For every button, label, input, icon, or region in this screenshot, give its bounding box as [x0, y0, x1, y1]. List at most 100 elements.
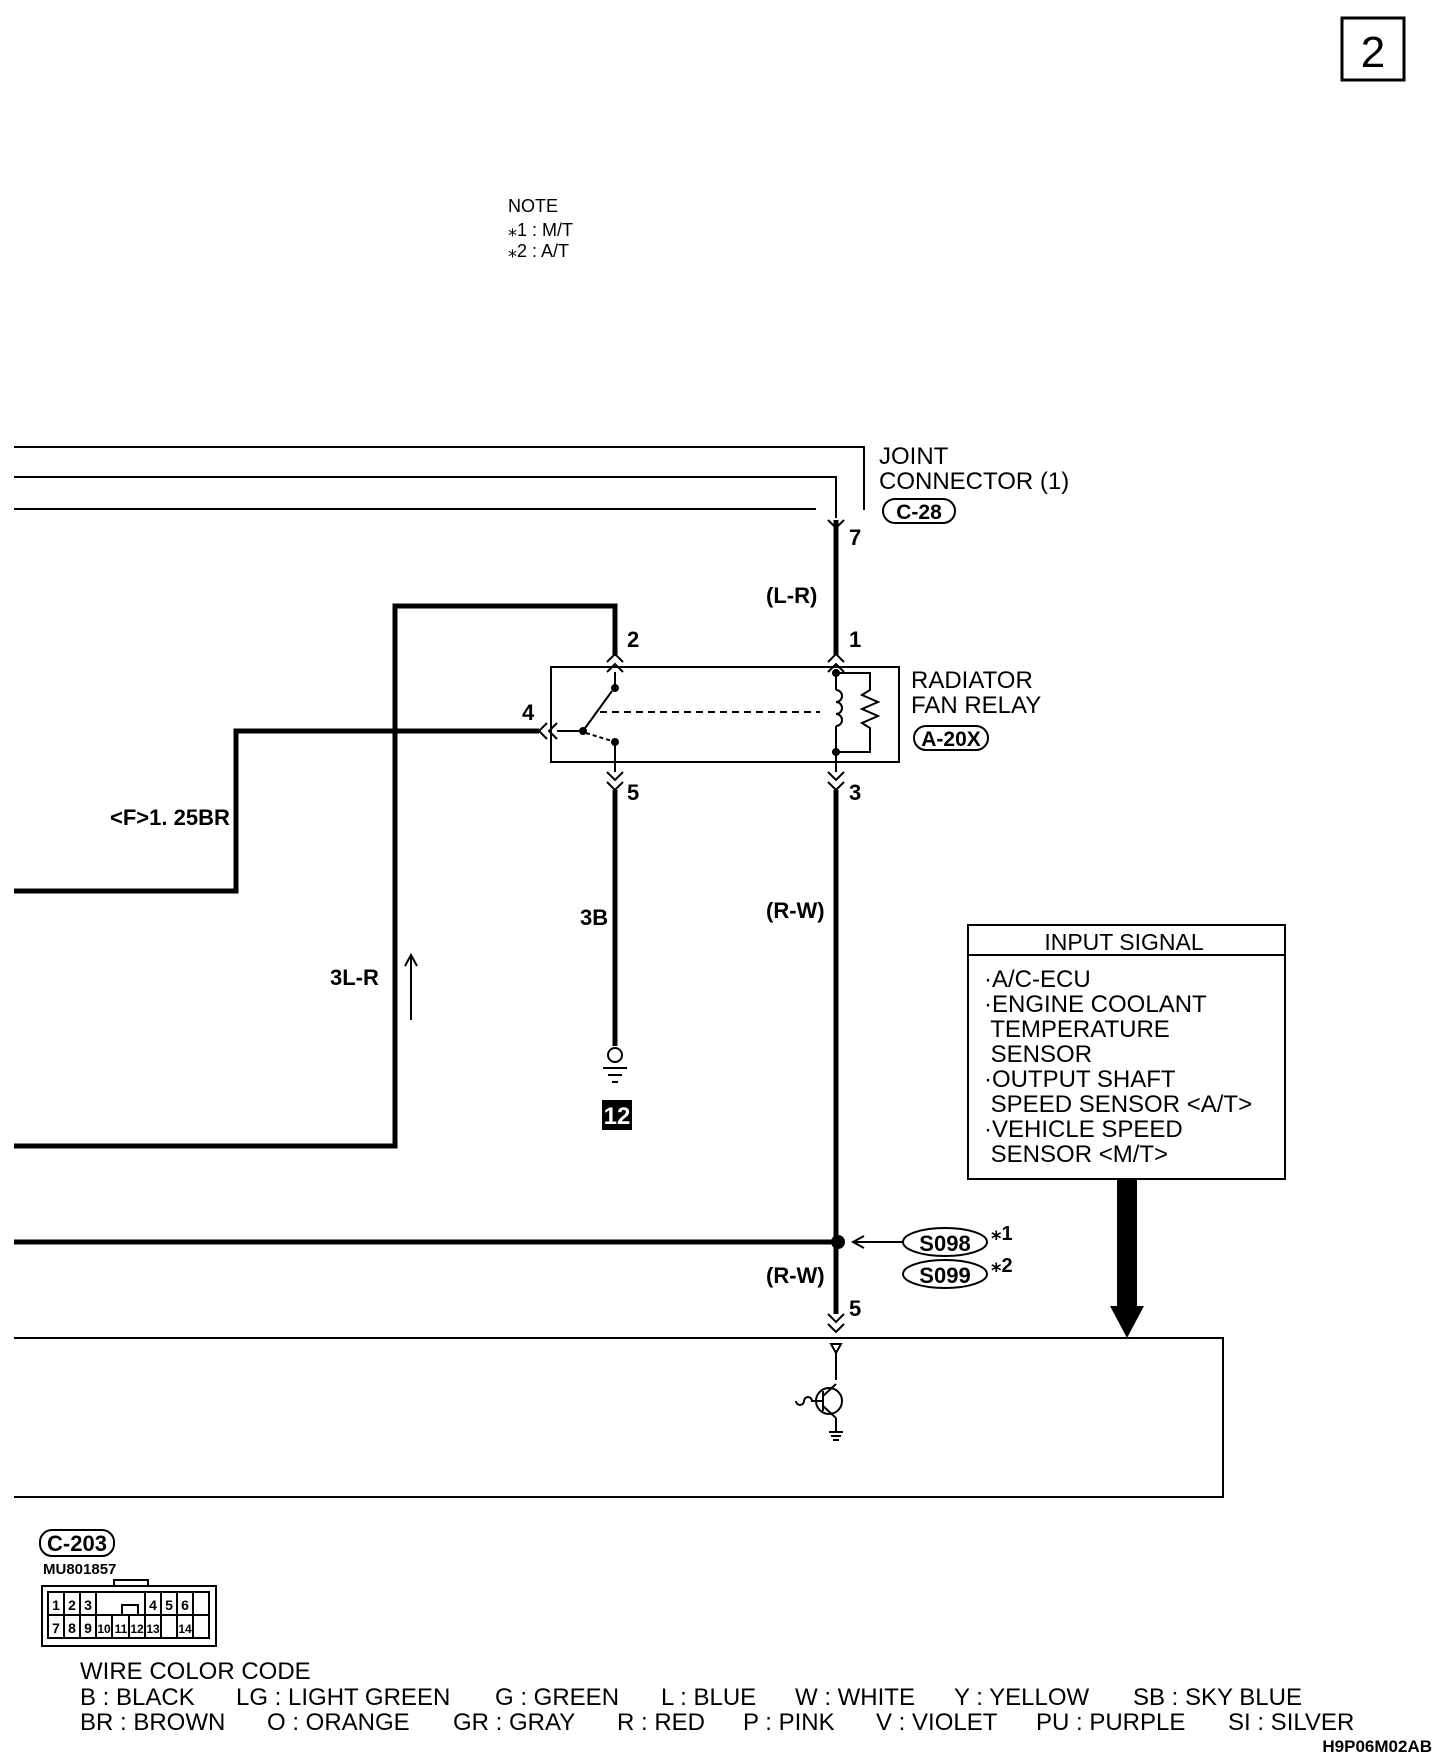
wire-label-lr: (L-R): [766, 583, 817, 608]
relay-pin-2: 2: [627, 627, 639, 652]
splice-s098-code: S098: [919, 1231, 970, 1256]
input-signal-line-7: ·VEHICLE SPEED: [984, 1116, 1183, 1143]
splice-s099-note: ⁎2: [991, 1255, 1013, 1277]
wire-color-code-title: WIRE COLOR CODE: [80, 1658, 311, 1685]
c203-pin-11: 11: [115, 1622, 128, 1636]
figure-code: H9P06M02AB: [1322, 1737, 1432, 1756]
color-code-r: R : RED: [617, 1709, 705, 1736]
color-code-y: Y : YELLOW: [954, 1684, 1090, 1711]
joint-connector-code: C-28: [896, 501, 942, 524]
ground-id-badge: 12: [602, 1100, 632, 1130]
current-direction-arrow: [404, 952, 418, 1020]
input-signal-arrow: [1110, 1180, 1144, 1338]
color-code-si: SI : SILVER: [1228, 1709, 1354, 1736]
input-signal-line-4: SENSOR: [984, 1041, 1092, 1068]
relay-pin-markers: [537, 652, 845, 792]
input-signal-line-1: ·A/C-ECU: [984, 966, 1091, 993]
ground-symbol: [603, 1047, 627, 1083]
wire-label-3lr: 3L-R: [330, 965, 379, 990]
relay-switch: [557, 672, 820, 772]
relay-pin-1: 1: [849, 627, 861, 652]
relay-code-badge: A-20X: [913, 725, 989, 751]
input-signal-line-5: ·OUTPUT SHAFT: [984, 1066, 1176, 1093]
color-code-o: O : ORANGE: [267, 1709, 410, 1736]
relay-coil: [832, 669, 881, 772]
color-code-br: BR : BROWN: [80, 1709, 225, 1736]
color-code-lg: LG : LIGHT GREEN: [236, 1684, 450, 1711]
connector-c203-pins: 1 2 3 4 5 6 7 8 9 10 11 12 13 14: [52, 1597, 192, 1636]
splice-point: [831, 1235, 845, 1249]
relay-pin-3: 3: [849, 780, 861, 805]
relay-code: A-20X: [921, 728, 981, 751]
note-item-1: ⁎1 : M/T: [508, 220, 573, 240]
ground-id: 12: [604, 1103, 631, 1130]
relay-pin-4: 4: [522, 700, 535, 725]
color-code-w: W : WHITE: [795, 1684, 915, 1711]
input-signal-line-6: SPEED SENSOR <A/T>: [984, 1091, 1252, 1118]
joint-connector-label-1: JOINT: [879, 443, 949, 470]
wire-br: [14, 728, 539, 894]
joint-connector-code-badge: C-28: [882, 498, 956, 524]
c203-pin-9: 9: [84, 1620, 92, 1636]
input-signal-title: INPUT SIGNAL: [1044, 929, 1204, 955]
color-code-pu: PU : PURPLE: [1036, 1709, 1185, 1736]
note-item-2: ⁎2 : A/T: [508, 241, 569, 261]
color-code-b: B : BLACK: [80, 1684, 195, 1711]
wire-color-code-row-2: BR : BROWN O : ORANGE GR : GRAY R : RED …: [80, 1709, 1354, 1736]
splice-s099: S099 ⁎2: [902, 1255, 1013, 1289]
connector-c203-code: C-203: [47, 1531, 107, 1556]
note-title: NOTE: [508, 196, 558, 216]
page-number-box: 2: [1340, 16, 1406, 82]
wire-label-3b: 3B: [580, 905, 608, 930]
wire-color-code-row-1: B : BLACK LG : LIGHT GREEN G : GREEN L :…: [80, 1684, 1302, 1711]
ecu-pin-marker: [827, 1313, 845, 1334]
c203-pin-7: 7: [52, 1620, 60, 1636]
input-signal-line-8: SENSOR <M/T>: [984, 1141, 1168, 1168]
color-code-v: V : VIOLET: [876, 1709, 998, 1736]
ecu-pin: 5: [849, 1296, 861, 1321]
c203-pin-4: 4: [149, 1597, 157, 1613]
page-number: 2: [1361, 28, 1385, 77]
connector-c203-face: [41, 1579, 217, 1647]
color-code-p: P : PINK: [743, 1709, 835, 1736]
relay-label-1: RADIATOR: [911, 667, 1033, 694]
note-block: NOTE ⁎1 : M/T ⁎2 : A/T: [508, 196, 573, 261]
c203-pin-2: 2: [68, 1597, 76, 1613]
splice-s098-note: ⁎1: [991, 1223, 1013, 1245]
c203-pin-6: 6: [181, 1597, 189, 1613]
c203-pin-3: 3: [84, 1597, 92, 1613]
pin-marker-7: [827, 519, 845, 530]
c203-pin-1: 1: [52, 1597, 60, 1613]
c203-pin-5: 5: [165, 1597, 173, 1613]
relay-label-2: FAN RELAY: [911, 692, 1041, 719]
splice-s099-code: S099: [919, 1263, 970, 1288]
connector-c203-part: MU801857: [43, 1561, 116, 1578]
input-signal-line-3: TEMPERATURE: [984, 1016, 1170, 1043]
c203-pin-14: 14: [178, 1622, 192, 1636]
color-code-gr: GR : GRAY: [453, 1709, 575, 1736]
splice-s098: S098 ⁎1: [902, 1223, 1013, 1257]
joint-connector-pin: 7: [849, 525, 861, 550]
wire-label-br: <F>1. 25BR: [110, 805, 230, 830]
c203-pin-13: 13: [146, 1622, 160, 1636]
c203-pin-10: 10: [97, 1622, 111, 1636]
color-code-l: L : BLUE: [661, 1684, 756, 1711]
splice-arrow: [850, 1235, 904, 1249]
ecu-box: [14, 1337, 1224, 1498]
wire-3lr: [14, 603, 618, 1149]
wire-label-rw-lower: (R-W): [766, 1263, 825, 1288]
transistor-symbol: [795, 1343, 843, 1441]
input-signal-box: [967, 924, 1286, 1180]
input-signal-line-2: ·ENGINE COOLANT: [984, 991, 1207, 1018]
relay-pin-5: 5: [627, 780, 639, 805]
color-code-sb: SB : SKY BLUE: [1133, 1684, 1302, 1711]
c203-pin-12: 12: [130, 1622, 144, 1636]
relay-box: [550, 666, 900, 763]
color-code-g: G : GREEN: [495, 1684, 619, 1711]
connector-c203-badge: C-203: [39, 1529, 115, 1557]
joint-connector-outline: [14, 446, 865, 518]
c203-pin-8: 8: [68, 1620, 76, 1636]
joint-connector-label-2: CONNECTOR (1): [879, 468, 1069, 495]
wire-label-rw-upper: (R-W): [766, 898, 825, 923]
